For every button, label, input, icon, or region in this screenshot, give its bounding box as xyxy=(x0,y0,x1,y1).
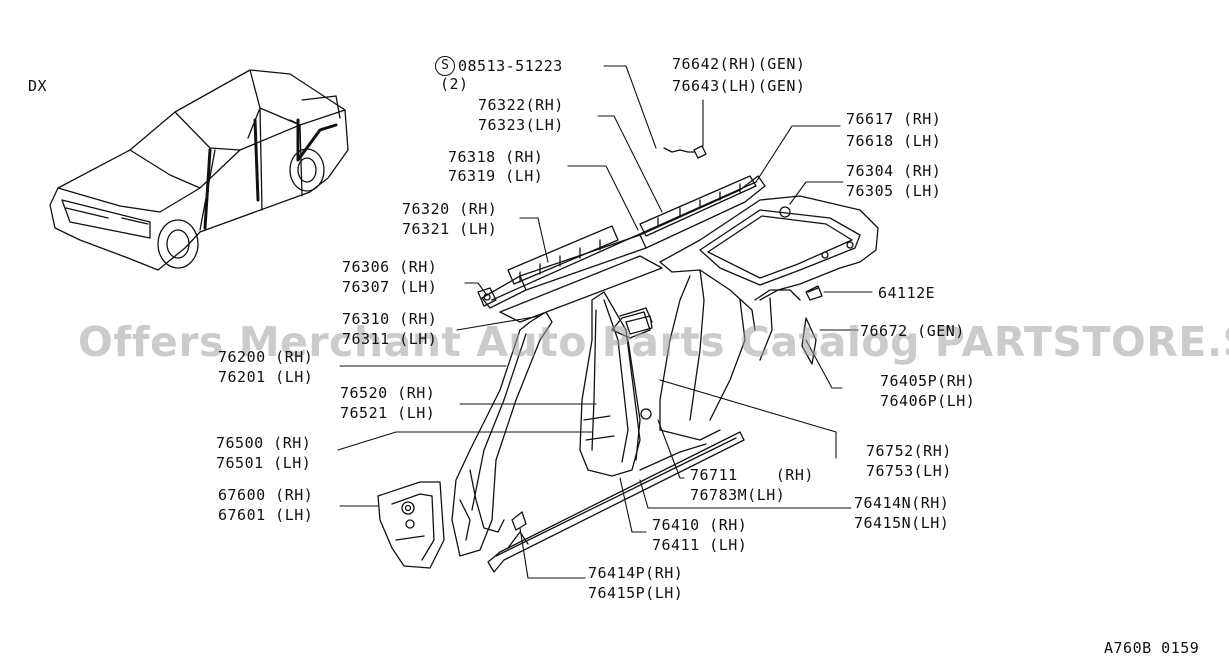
part-label-76410[interactable]: 76410 (RH) xyxy=(652,516,748,534)
screw-symbol-icon: S xyxy=(435,56,455,76)
part-label-67601[interactable]: 67601 (LH) xyxy=(218,506,314,524)
kick-panel xyxy=(377,481,445,569)
part-label-76642[interactable]: 76642(RH)(GEN) xyxy=(672,55,806,73)
part-label-76415n[interactable]: 76415N(LH) xyxy=(854,514,950,532)
part-label-76414p[interactable]: 76414P(RH) xyxy=(588,564,684,582)
part-label-76414n[interactable]: 76414N(RH) xyxy=(854,494,950,512)
part-label-76304[interactable]: 76304 (RH) xyxy=(846,162,942,180)
part-label-76643[interactable]: 76643(LH)(GEN) xyxy=(672,77,806,95)
part-label-76783m[interactable]: 76783M(LH) xyxy=(690,486,786,504)
leader-lines xyxy=(337,65,873,579)
part-label-76415p[interactable]: 76415P(LH) xyxy=(588,584,684,602)
watermark-text: Offers Merchant Auto Parts Catalog PARTS… xyxy=(78,318,1229,366)
part-label-76311[interactable]: 76311 (LH) xyxy=(342,330,438,348)
part-label-76753[interactable]: 76753(LH) xyxy=(866,462,952,480)
part-label-76752[interactable]: 76752(RH) xyxy=(866,442,952,460)
part-label-76307[interactable]: 76307 (LH) xyxy=(342,278,438,296)
part-label-76520[interactable]: 76520 (RH) xyxy=(340,384,436,402)
part-label-76617[interactable]: 76617 (RH) xyxy=(846,110,942,128)
part-label-76521[interactable]: 76521 (LH) xyxy=(340,404,436,422)
part-label-76201[interactable]: 76201 (LH) xyxy=(218,368,314,386)
front-pillar-and-sill xyxy=(451,311,745,573)
diagram-code: A760B 0159 xyxy=(1104,639,1200,657)
part-label-76323[interactable]: 76323(LH) xyxy=(478,116,564,134)
part-label-76321[interactable]: 76321 (LH) xyxy=(402,220,498,238)
variant-label: DX xyxy=(28,77,48,95)
part-label-67600[interactable]: 67600 (RH) xyxy=(218,486,314,504)
part-label-64112e[interactable]: 64112E xyxy=(878,284,936,302)
part-label-76200[interactable]: 76200 (RH) xyxy=(218,348,314,366)
car-illustration xyxy=(49,69,349,271)
part-qty-08513: (2) xyxy=(440,75,469,93)
part-label-08513[interactable]: 08513-51223 xyxy=(458,57,563,75)
part-label-76322[interactable]: 76322(RH) xyxy=(478,96,564,114)
part-label-76711[interactable]: 76711 (RH) xyxy=(690,466,814,484)
part-label-76500[interactable]: 76500 (RH) xyxy=(216,434,312,452)
part-label-76411[interactable]: 76411 (LH) xyxy=(652,536,748,554)
part-label-76310[interactable]: 76310 (RH) xyxy=(342,310,438,328)
part-label-76501[interactable]: 76501 (LH) xyxy=(216,454,312,472)
part-label-76618[interactable]: 76618 (LH) xyxy=(846,132,942,150)
part-label-76672[interactable]: 76672 (GEN) xyxy=(860,322,965,340)
part-label-76320[interactable]: 76320 (RH) xyxy=(402,200,498,218)
center-pillar xyxy=(579,291,653,477)
rear-quarter-assembly xyxy=(659,195,879,441)
roof-rail-assembly xyxy=(477,175,766,323)
part-label-76306[interactable]: 76306 (RH) xyxy=(342,258,438,276)
part-label-76406p[interactable]: 76406P(LH) xyxy=(880,392,976,410)
part-label-76318[interactable]: 76318 (RH) xyxy=(448,148,544,166)
part-label-76305[interactable]: 76305 (LH) xyxy=(846,182,942,200)
part-label-76405p[interactable]: 76405P(RH) xyxy=(880,372,976,390)
part-label-76319[interactable]: 76319 (LH) xyxy=(448,167,544,185)
fasteners xyxy=(625,145,819,335)
